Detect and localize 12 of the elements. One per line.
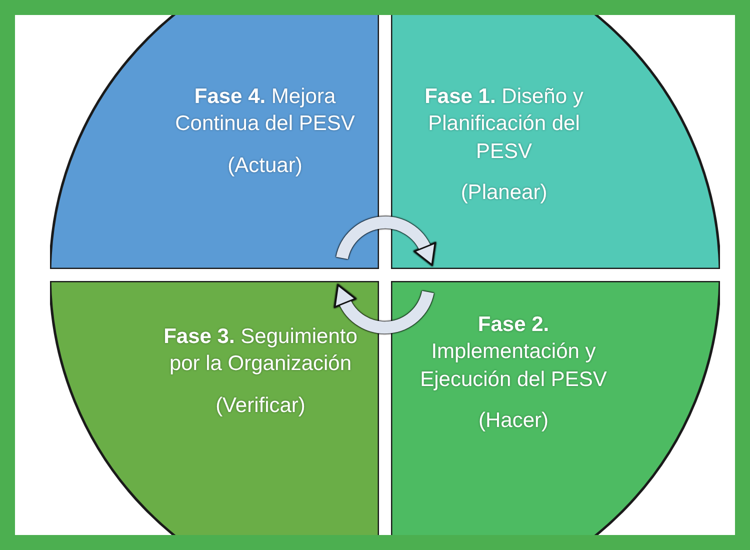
quadrant-segment — [50, 281, 379, 535]
phase-title: Fase 4. Mejora Continua del PESV — [174, 84, 356, 138]
quadrant-segment — [391, 15, 720, 269]
phase-action: (Actuar) — [226, 152, 304, 179]
phase-title: Fase 1. Diseño y Planificación del PESV — [424, 84, 584, 165]
phase-action: (Planear) — [460, 180, 548, 206]
quadrant-segment — [391, 281, 720, 535]
phase-title: Fase 3. Seguimiento por la Organización — [163, 324, 358, 378]
phase-action: (Verificar) — [214, 392, 306, 419]
phase-title: Fase 2. Implementación y Ejecución del PESV — [419, 312, 608, 393]
phase-action: (Hacer) — [477, 408, 550, 434]
quadrant-segment — [50, 15, 379, 269]
